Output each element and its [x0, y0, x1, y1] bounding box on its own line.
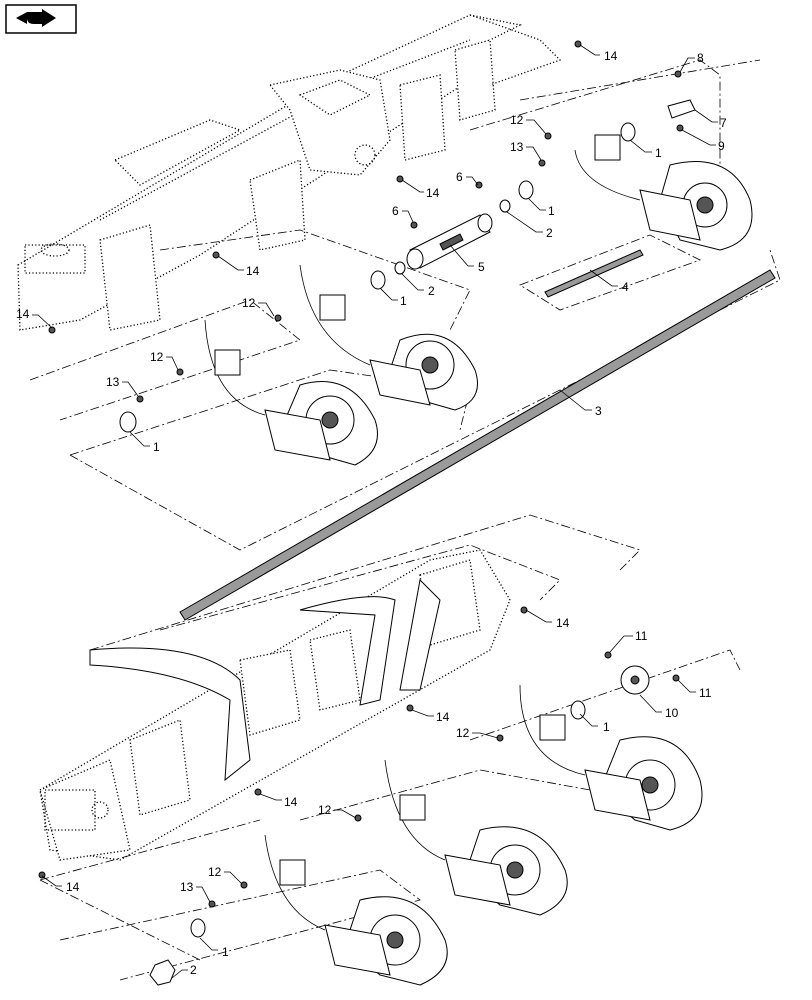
callout-label: 4: [622, 280, 629, 294]
lower-seed-meter-left: [264, 834, 448, 986]
callout-label: 2: [428, 284, 435, 298]
callout-9: 9: [681, 129, 725, 153]
callout-14-frame-center: 14: [401, 179, 440, 200]
callout-label: 12: [150, 350, 164, 364]
callout-label: 12: [456, 726, 470, 740]
callout-label: 9: [718, 139, 725, 153]
callout-14-lower-left: 14: [259, 793, 298, 809]
callout-13-lower-left: 13: [180, 880, 211, 903]
upper-seed-meter-right: [574, 134, 753, 251]
callout-6-left: 6: [392, 204, 414, 223]
callout-label: 14: [284, 795, 298, 809]
lower-seed-meter-right: [519, 684, 703, 831]
callout-label: 10: [665, 706, 679, 720]
callout-8: 8: [679, 51, 704, 73]
callout-10: 10: [639, 694, 679, 720]
callout-label: 5: [478, 260, 485, 274]
callout-label: 11: [699, 686, 712, 700]
callout-label: 12: [208, 865, 222, 879]
callout-label: 14: [436, 710, 450, 724]
callout-14-lower-top: 14: [525, 609, 570, 630]
callout-12-lower-right: 12: [456, 726, 499, 740]
callout-label: 14: [426, 186, 440, 200]
callout-7: 7: [694, 109, 727, 130]
callout-label: 13: [510, 140, 524, 154]
lower-toolbar-frame: [39, 549, 511, 861]
callout-14-top: 14: [579, 44, 618, 63]
callout-label: 1: [548, 204, 555, 218]
callout-1-upper-right: 1: [629, 139, 662, 160]
callout-label: 3: [595, 404, 602, 418]
callout-label: 1: [400, 294, 407, 308]
callout-12-lower-mid: 12: [318, 803, 357, 819]
callout-label: 13: [106, 375, 120, 389]
callout-12-upper-right: 12: [510, 113, 547, 135]
callout-label: 1: [655, 146, 662, 160]
callout-1-lower-right: 1: [579, 713, 610, 734]
callout-label: 1: [603, 720, 610, 734]
callout-1-center: 1: [527, 197, 555, 218]
callout-2-upper-mid: 2: [401, 273, 435, 298]
callout-11-right: 11: [677, 679, 712, 700]
callout-14-lower-far-left: 14: [41, 875, 80, 894]
callout-label: 14: [556, 616, 570, 630]
callout-label: 11: [635, 629, 648, 643]
callout-label: 14: [604, 49, 618, 63]
callout-4: 4: [589, 269, 629, 294]
lower-dashed-envelopes: [39, 514, 741, 981]
lower-small-parts: [38, 606, 680, 986]
callout-6-right: 6: [456, 170, 479, 186]
callout-12-lower-left: 12: [208, 865, 243, 885]
callout-label: 8: [697, 51, 704, 65]
callout-label: 12: [318, 803, 332, 817]
callout-label: 12: [510, 113, 524, 127]
callout-label: 13: [180, 880, 194, 894]
callout-12-upper-left: 12: [150, 350, 179, 371]
callout-label: 7: [720, 116, 727, 130]
callout-1-upper-left: 1: [129, 431, 160, 454]
callout-label: 14: [16, 307, 30, 321]
callout-label: 1: [153, 440, 160, 454]
callout-5: 5: [449, 244, 485, 274]
long-shaft-3: [179, 269, 776, 621]
back-arrow-icon[interactable]: [5, 4, 77, 34]
callout-label: 12: [242, 296, 256, 310]
callout-label: 6: [456, 170, 463, 184]
callout-2-center: 2: [506, 211, 553, 240]
upper-toolbar-frame: [17, 14, 562, 331]
callout-13-upper-right: 13: [510, 140, 542, 161]
callout-label: 6: [392, 204, 399, 218]
callout-1-lower-left: 1: [199, 937, 229, 959]
callout-label: 14: [246, 264, 260, 278]
callout-14-frame-left: 14: [217, 255, 260, 278]
upper-small-parts: [48, 40, 696, 433]
callout-1-upper-mid: 1: [379, 287, 407, 308]
lower-seed-meter-middle: [384, 759, 568, 916]
callout-label: 14: [66, 880, 80, 894]
callout-label: 2: [546, 226, 553, 240]
callout-14-lower-center: 14: [411, 709, 450, 724]
callout-3: 3: [559, 389, 602, 418]
rod-4: [544, 249, 644, 298]
callout-11-top: 11: [609, 629, 648, 653]
upper-seed-meter-left: [204, 319, 378, 466]
callout-14-far-left: 14: [16, 307, 53, 329]
callout-13-upper-left: 13: [106, 375, 139, 397]
callout-12-upper-mid: 12: [242, 296, 275, 317]
coupler-shaft-5: [406, 213, 493, 270]
callout-label: 1: [222, 945, 229, 959]
callout-label: 2: [190, 963, 197, 977]
upper-seed-meter-middle: [299, 264, 478, 411]
callout-2-lower-left: 2: [171, 963, 197, 979]
